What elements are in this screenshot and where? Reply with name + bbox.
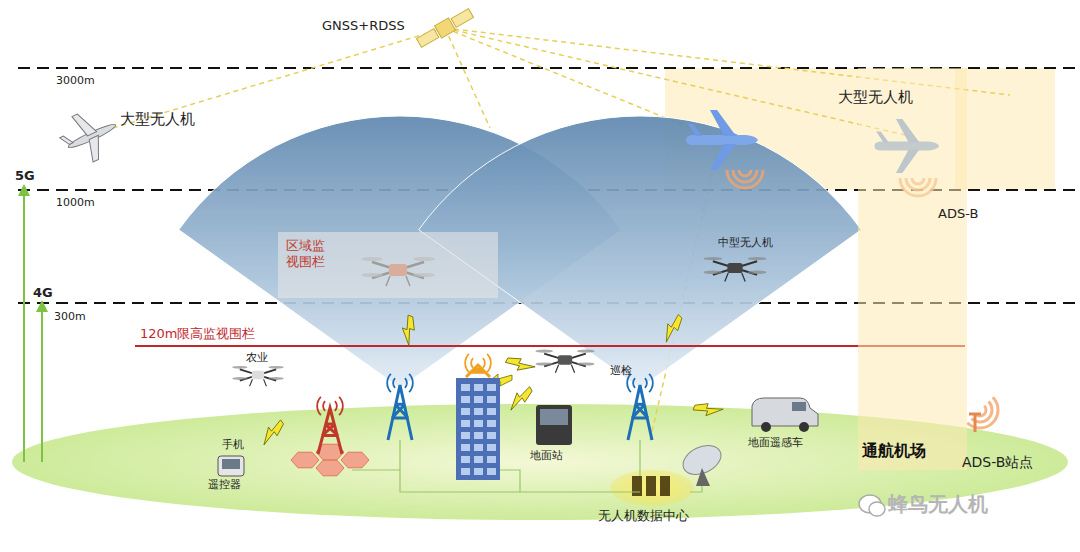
large-uav-icon	[54, 101, 126, 170]
data-center-glow	[610, 470, 694, 506]
building-window	[487, 456, 496, 463]
radio-tower	[387, 374, 413, 440]
remote-controller-icon	[218, 456, 244, 476]
server-rack	[660, 476, 670, 496]
building-window	[461, 456, 470, 463]
device-label: 手机	[222, 438, 244, 451]
adsb-label: ADS-B	[938, 206, 978, 222]
satellite-link	[445, 28, 490, 128]
building-window	[474, 396, 483, 403]
wireless-link	[505, 386, 535, 410]
cell-hexagon	[341, 452, 369, 468]
building-window	[474, 432, 483, 439]
remote-sensing-van	[752, 398, 818, 432]
watermark: 蜂鸟无人机	[888, 492, 988, 516]
building-window	[487, 420, 496, 427]
building-window	[461, 432, 470, 439]
cell-hexagon	[316, 460, 344, 476]
application-label: 巡检	[610, 364, 632, 377]
uav-label: 大型无人机	[120, 110, 195, 128]
device-label: 遥控器	[208, 478, 241, 491]
satellite-label: GNSS+RDSS	[322, 18, 405, 34]
building-window	[474, 468, 483, 475]
data-center-label: 无人机数据中心	[598, 508, 689, 524]
watermark-icon	[859, 495, 885, 516]
building-window	[461, 420, 470, 427]
device-label: 地面站	[530, 449, 563, 462]
aircraft-icon	[686, 110, 758, 170]
height-limit-label: 120m限高监视围栏	[140, 326, 255, 342]
building-window	[487, 444, 496, 451]
building-window	[487, 396, 496, 403]
building-window	[487, 408, 496, 415]
building-window	[461, 444, 470, 451]
data-building	[456, 378, 500, 480]
network-arrow	[23, 190, 25, 462]
adsb-site-label: ADS-B站点	[962, 454, 1033, 471]
network-label: 4G	[33, 285, 53, 301]
uav-label: 中型无人机	[718, 236, 773, 249]
cell-hexagon	[291, 452, 319, 468]
network-label: 5G	[15, 168, 35, 184]
adsb-antenna	[969, 414, 981, 432]
multirotor-drone	[704, 257, 767, 282]
multirotor-drone	[535, 350, 594, 373]
building-window	[474, 408, 483, 415]
altitude-label: 3000m	[56, 74, 95, 87]
multirotor-drone	[232, 366, 284, 386]
satellite-icon	[416, 7, 475, 49]
ground-wire	[352, 440, 702, 492]
ground-station-icon	[536, 405, 572, 445]
building-window	[487, 432, 496, 439]
radio-tower	[465, 354, 491, 377]
airport-label: 通航机场	[862, 441, 967, 460]
building-window	[461, 384, 470, 391]
adsb-wave	[727, 170, 763, 188]
zone-label: 区域监视围栏	[286, 238, 328, 269]
radio-tower	[317, 397, 343, 454]
adsb-wave	[967, 397, 1005, 435]
building-window	[461, 468, 470, 475]
building-window	[487, 468, 496, 475]
airport-zone	[955, 68, 1055, 190]
radio-tower	[627, 374, 653, 440]
building-window	[474, 420, 483, 427]
wireless-link	[658, 314, 686, 342]
wireless-link	[398, 315, 419, 345]
wireless-link	[257, 419, 287, 445]
building-window	[461, 396, 470, 403]
airport-band: 通航机场	[858, 68, 967, 470]
uav-label: 大型无人机	[838, 88, 913, 106]
building-window	[487, 384, 496, 391]
building-window	[474, 456, 483, 463]
wireless-link	[693, 400, 723, 421]
fence-zone: 区域监视围栏	[278, 232, 498, 298]
device-label: 地面遥感车	[748, 436, 803, 449]
network-arrow	[41, 306, 43, 462]
building-window	[461, 408, 470, 415]
building-window	[474, 444, 483, 451]
server-rack	[646, 476, 656, 496]
application-label: 农业	[246, 351, 268, 364]
building-window	[474, 384, 483, 391]
height-limit-line	[135, 345, 965, 347]
server-rack	[632, 476, 642, 496]
wireless-link	[505, 353, 535, 377]
altitude-label: 300m	[54, 310, 86, 323]
altitude-label: 1000m	[56, 196, 95, 209]
